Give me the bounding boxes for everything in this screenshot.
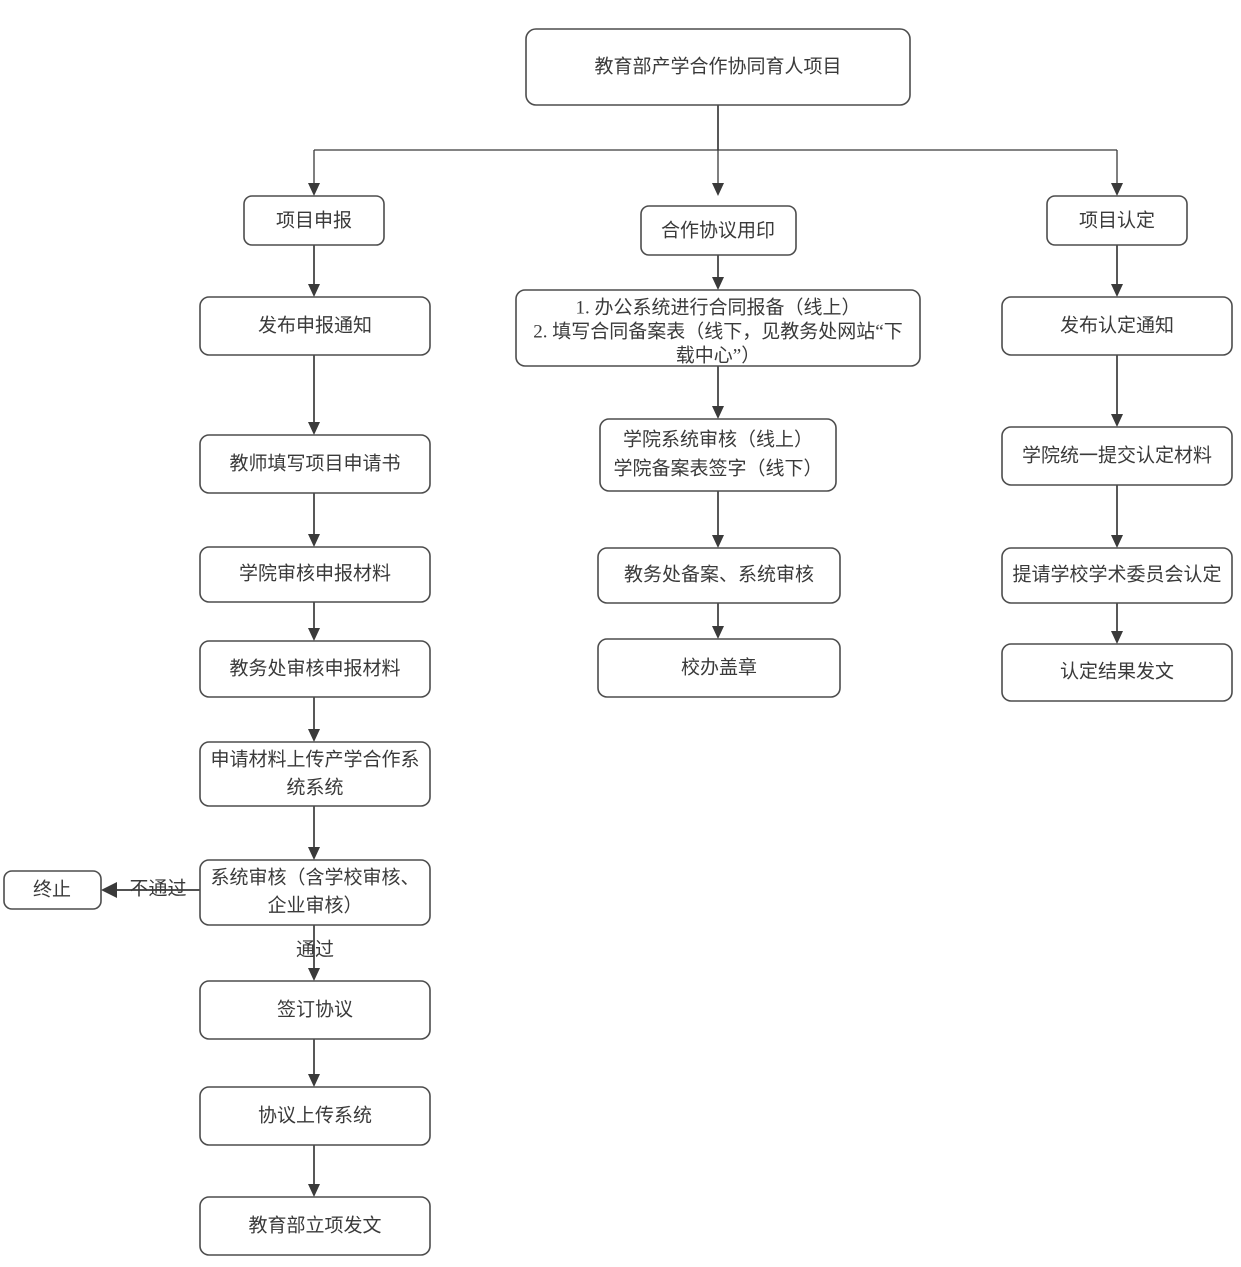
node-terminate-box[interactable]: [3, 870, 102, 910]
node-college-submit-accreditation-materials-box[interactable]: [1001, 426, 1233, 486]
arrow-middle-3: [712, 626, 724, 639]
node-upload-materials-to-system-label-1: 申请材料上传产学合作系: [210, 748, 419, 770]
node-upload-materials-to-system[interactable]: 申请材料上传产学合作系 统系统: [199, 741, 431, 807]
node-college-system-review-label-2: 学院备案表签字（线下）: [613, 457, 822, 479]
node-upload-agreement-system-label: 协议上传系统: [258, 1104, 372, 1126]
node-branch-application[interactable]: 项目申报: [243, 195, 385, 246]
node-contract-filing-label-3: 载中心”）: [676, 344, 760, 366]
node-publish-application-notice[interactable]: 发布申报通知: [199, 296, 431, 356]
node-request-academic-committee[interactable]: 提请学校学术委员会认定: [1001, 547, 1233, 604]
node-accreditation-result-document-box[interactable]: [1001, 643, 1233, 702]
node-branch-accreditation-label: 项目认定: [1079, 209, 1155, 231]
node-college-review-materials-label: 学院审核申报材料: [239, 562, 391, 584]
node-academic-affairs-review-materials-label: 教务处审核申报材料: [229, 657, 400, 679]
node-sign-agreement-box[interactable]: [199, 980, 431, 1040]
arrow-left-2: [308, 534, 320, 547]
node-school-office-seal-box[interactable]: [597, 638, 841, 698]
edge-label-pass: 通过: [296, 938, 334, 960]
arrow-bus-right: [1111, 183, 1123, 196]
node-contract-filing-label-1: 1. 办公系统进行合同报备（线上）: [575, 296, 860, 318]
node-academic-affairs-review-materials-box[interactable]: [199, 640, 431, 698]
node-ministry-approval-document[interactable]: 教育部立项发文: [199, 1196, 431, 1256]
arrow-decision-pass: [308, 968, 320, 981]
node-college-system-review-box[interactable]: [599, 418, 837, 492]
node-publish-accreditation-notice-label: 发布认定通知: [1060, 314, 1174, 336]
node-publish-accreditation-notice-box[interactable]: [1001, 296, 1233, 356]
node-academic-affairs-filing-review-box[interactable]: [597, 547, 841, 604]
node-system-review-decision-label-1: 系统审核（含学校审核、: [210, 866, 419, 888]
node-system-review-decision[interactable]: 系统审核（含学校审核、 企业审核）: [199, 859, 431, 926]
node-terminate[interactable]: 终止: [3, 870, 102, 910]
node-school-office-seal-label: 校办盖章: [681, 656, 757, 678]
node-accreditation-result-document-label: 认定结果发文: [1060, 660, 1174, 682]
node-ministry-approval-document-box[interactable]: [199, 1196, 431, 1256]
node-ministry-approval-document-label: 教育部立项发文: [248, 1214, 381, 1236]
arrow-left-4: [308, 729, 320, 742]
node-system-review-decision-box[interactable]: [199, 859, 431, 926]
node-request-academic-committee-box[interactable]: [1001, 547, 1233, 604]
node-upload-materials-to-system-label-2: 统系统: [286, 776, 343, 798]
arrow-right-1: [1111, 414, 1123, 427]
node-branch-application-box[interactable]: [243, 195, 385, 246]
node-title[interactable]: 教育部产学合作协同育人项目: [525, 28, 911, 106]
arrow-right-3: [1111, 631, 1123, 644]
arrow-left-3: [308, 628, 320, 641]
arrow-middle-0: [712, 277, 724, 290]
node-branch-agreement-seal-label: 合作协议用印: [661, 219, 775, 241]
node-teacher-fill-application[interactable]: 教师填写项目申请书: [199, 434, 431, 494]
node-accreditation-result-document[interactable]: 认定结果发文: [1001, 643, 1233, 702]
arrow-left-1: [308, 422, 320, 435]
node-sign-agreement[interactable]: 签订协议: [199, 980, 431, 1040]
node-school-office-seal[interactable]: 校办盖章: [597, 638, 841, 698]
node-request-academic-committee-label: 提请学校学术委员会认定: [1012, 563, 1221, 585]
node-upload-agreement-system-box[interactable]: [199, 1086, 431, 1146]
arrow-middle-2: [712, 535, 724, 548]
node-college-submit-accreditation-materials[interactable]: 学院统一提交认定材料: [1001, 426, 1233, 486]
node-college-system-review-label-1: 学院系统审核（线上）: [623, 428, 813, 450]
edge-layer: [101, 105, 1123, 1197]
node-publish-accreditation-notice[interactable]: 发布认定通知: [1001, 296, 1233, 356]
arrow-decision-fail: [101, 882, 117, 898]
node-college-system-review[interactable]: 学院系统审核（线上） 学院备案表签字（线下）: [599, 418, 837, 492]
node-branch-agreement-seal-box[interactable]: [640, 205, 797, 256]
edge-label-fail: 不通过: [129, 877, 186, 899]
node-teacher-fill-application-label: 教师填写项目申请书: [229, 452, 400, 474]
arrow-bus-left: [308, 183, 320, 196]
node-title-box[interactable]: [525, 28, 911, 106]
node-teacher-fill-application-box[interactable]: [199, 434, 431, 494]
node-publish-application-notice-box[interactable]: [199, 296, 431, 356]
node-academic-affairs-review-materials[interactable]: 教务处审核申报材料: [199, 640, 431, 698]
arrow-middle-1: [712, 406, 724, 419]
node-publish-application-notice-label: 发布申报通知: [258, 314, 372, 336]
node-branch-accreditation-box[interactable]: [1046, 195, 1188, 246]
arrow-left-0: [308, 284, 320, 297]
node-branch-agreement-seal[interactable]: 合作协议用印: [640, 205, 797, 256]
node-contract-filing-box[interactable]: [515, 289, 921, 367]
arrow-left-6: [308, 1074, 320, 1087]
node-college-review-materials[interactable]: 学院审核申报材料: [199, 546, 431, 603]
node-title-label: 教育部产学合作协同育人项目: [594, 55, 841, 77]
node-academic-affairs-filing-review[interactable]: 教务处备案、系统审核: [597, 547, 841, 604]
node-branch-application-label: 项目申报: [276, 209, 352, 231]
node-college-submit-accreditation-materials-label: 学院统一提交认定材料: [1022, 444, 1212, 466]
node-sign-agreement-label: 签订协议: [277, 998, 353, 1020]
node-upload-agreement-system[interactable]: 协议上传系统: [199, 1086, 431, 1146]
node-branch-accreditation[interactable]: 项目认定: [1046, 195, 1188, 246]
arrow-left-7: [308, 1184, 320, 1197]
arrow-right-0: [1111, 284, 1123, 297]
node-academic-affairs-filing-review-label: 教务处备案、系统审核: [624, 563, 814, 585]
arrow-bus-middle: [712, 183, 724, 196]
node-contract-filing-label-2: 2. 填写合同备案表（线下，见教务处网站“下: [533, 320, 902, 342]
node-college-review-materials-box[interactable]: [199, 546, 431, 603]
arrow-left-5: [308, 847, 320, 860]
node-upload-materials-to-system-box[interactable]: [199, 741, 431, 807]
node-terminate-label: 终止: [33, 878, 71, 900]
node-system-review-decision-label-2: 企业审核）: [267, 894, 362, 916]
arrow-right-2: [1111, 535, 1123, 548]
node-contract-filing[interactable]: 1. 办公系统进行合同报备（线上） 2. 填写合同备案表（线下，见教务处网站“下…: [515, 289, 921, 367]
